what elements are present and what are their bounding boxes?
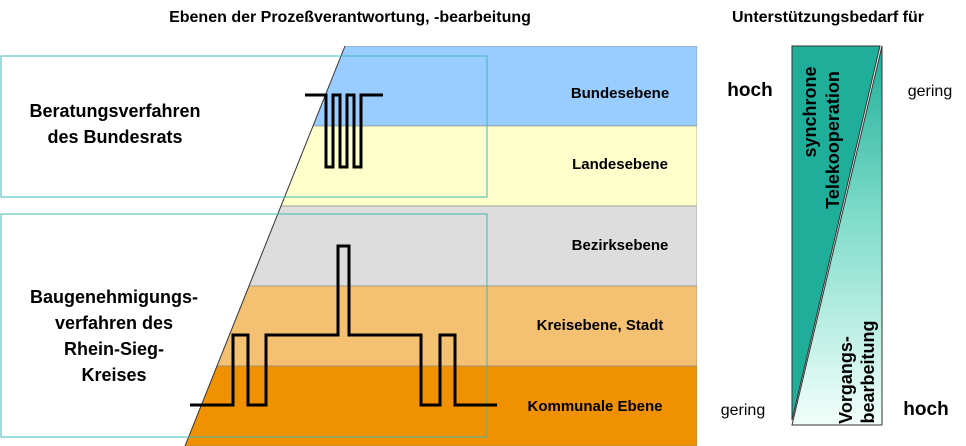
- process-handling-wedge: [791, 45, 883, 426]
- left-header: Ebenen der Prozeßverantwortung, -bearbei…: [169, 9, 531, 26]
- district-process-flow: [190, 244, 497, 407]
- district-process-label-line3: Rhein-Sieg-: [64, 339, 164, 359]
- level-label-kommunale-ebene: Kommunale Ebene: [527, 398, 662, 415]
- pyramid-left-edge: [184, 45, 346, 446]
- district-process-label-line2: verfahren des: [55, 313, 173, 333]
- district-process-label-line4: Kreises: [81, 365, 146, 385]
- federal-process-box: [0, 55, 488, 198]
- right-header: Unterstützungsbedarf für: [732, 9, 924, 26]
- federal-process-flow: [305, 93, 383, 169]
- process-handling-label-line2: bearbeitung: [858, 320, 878, 423]
- district-process-label-line1: Baugenehmigungs-: [30, 287, 198, 307]
- support-bottom-left-level: gering: [721, 402, 765, 419]
- support-top-right-level: gering: [908, 83, 952, 100]
- support-top-left-level: hoch: [727, 80, 772, 101]
- district-process-box: [0, 213, 488, 438]
- telecooperation-label-line1: synchrone: [800, 66, 820, 157]
- telecooperation-label-line2: Telekooperation: [823, 71, 843, 209]
- support-bottom-right-level: hoch: [903, 399, 948, 420]
- federal-process-label-line1: Beratungsverfahren: [29, 101, 200, 121]
- federal-process-label-line2: des Bundesrats: [47, 127, 182, 147]
- level-label-bundesebene: Bundesebene: [571, 85, 669, 102]
- synchronous-telecooperation-wedge: [791, 45, 881, 421]
- process-handling-label-line1: Vorgangs-: [836, 336, 856, 424]
- support-panel: [791, 45, 883, 426]
- level-label-landesebene: Landesebene: [572, 156, 668, 173]
- level-label-kreisebene: Kreisebene, Stadt: [537, 317, 664, 334]
- level-label-bezirksebene: Bezirksebene: [572, 237, 669, 254]
